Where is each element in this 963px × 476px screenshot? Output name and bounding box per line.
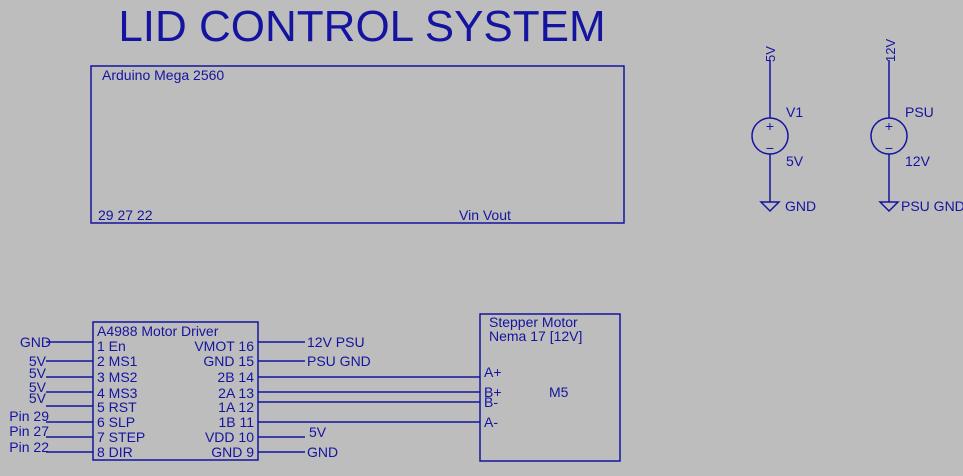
pin-label: 4 MS3: [97, 385, 138, 401]
driver-right-pin-9[interactable]: GND 9 GND: [211, 444, 338, 460]
driver-right-pin-12[interactable]: 1A 12: [218, 399, 480, 415]
motor-pin-a-plus: A+: [484, 364, 502, 380]
pin-label: 8 DIR: [97, 444, 133, 460]
net-label: 5V: [29, 353, 47, 369]
pin-label: GND 9: [211, 444, 254, 460]
net-label: 5V: [29, 365, 47, 381]
arduino-outline: [90, 65, 625, 224]
net-label: 12V PSU: [307, 334, 365, 350]
driver-left-pin-1[interactable]: GND 1 En: [20, 334, 126, 354]
arduino-label: Arduino Mega 2560: [102, 67, 224, 83]
driver-outline: [92, 321, 259, 461]
psu-plus-sign: +: [885, 118, 893, 134]
pin-label: 1A 12: [218, 399, 254, 415]
pin-label: 6 SLP: [97, 414, 135, 430]
net-label: 5V: [29, 390, 47, 406]
driver-right-pin-14[interactable]: 2B 14: [217, 369, 480, 385]
a4988-driver[interactable]: A4988 Motor Driver GND 1 En 5V 2 MS1 5V …: [9, 321, 480, 461]
motor-designator: M5: [549, 384, 569, 400]
psu-ground-icon: [878, 201, 900, 213]
motor-pin-b-plus: B+: [484, 384, 502, 400]
psu-top-net-label: 12V: [883, 39, 898, 62]
driver-right-pin-16[interactable]: VMOT 16 12V PSU: [194, 334, 364, 354]
v1-source[interactable]: 5V + − V1 5V GND: [751, 46, 816, 214]
driver-left-pin-6[interactable]: Pin 29 6 SLP: [9, 408, 135, 430]
pin-label: 1B 11: [218, 414, 254, 430]
net-label: GND: [20, 334, 51, 350]
driver-left-pin-4[interactable]: 5V 4 MS3: [29, 379, 138, 401]
driver-right-pin-15[interactable]: GND 15 PSU GND: [203, 353, 370, 369]
arduino-block[interactable]: Arduino Mega 2560 29 27 22 Vin Vout: [90, 65, 625, 224]
pin-label: VMOT 16: [194, 338, 254, 354]
arduino-pins-left: 29 27 22: [98, 207, 153, 223]
net-label: 5V: [309, 424, 327, 440]
pin-label: 2A 13: [218, 385, 254, 401]
pin-label: GND 15: [203, 353, 254, 369]
pin-label: 7 STEP: [97, 429, 145, 445]
psu-minus-sign: −: [885, 140, 893, 156]
driver-left-pin-3[interactable]: 5V 3 MS2: [29, 365, 138, 385]
pin-label: 1 En: [97, 338, 126, 354]
net-label: Pin 22: [9, 439, 49, 455]
stepper-motor[interactable]: Stepper Motor Nema 17 [12V] M5 A+ B+ B- …: [479, 313, 621, 462]
motor-outline: [479, 313, 621, 462]
driver-left-pin-5[interactable]: 5V 5 RST: [29, 390, 137, 415]
pin-label: 2B 14: [217, 369, 254, 385]
pin-label: 3 MS2: [97, 369, 138, 385]
motor-label-line1: Stepper Motor: [489, 314, 578, 330]
motor-label-line2: Nema 17 [12V]: [489, 328, 582, 344]
psu-source[interactable]: 12V + − PSU 12V PSU GND: [870, 39, 963, 214]
v1-name-label: V1: [786, 104, 803, 120]
psu-name-label: PSU: [905, 104, 934, 120]
driver-left-pin-2[interactable]: 5V 2 MS1: [29, 353, 138, 369]
v1-top-net-label: 5V: [763, 46, 778, 62]
driver-label: A4988 Motor Driver: [97, 323, 219, 339]
net-label: GND: [307, 444, 338, 460]
driver-left-pin-7[interactable]: Pin 27 7 STEP: [9, 423, 145, 445]
arduino-pins-right: Vin Vout: [459, 207, 511, 223]
diagram-title: LID CONTROL SYSTEM: [118, 2, 605, 51]
v1-ground-icon: [759, 201, 781, 213]
psu-ground-label: PSU GND: [901, 198, 963, 214]
net-label: 5V: [29, 379, 47, 395]
net-label: PSU GND: [307, 353, 371, 369]
psu-value-label: 12V: [905, 153, 931, 169]
driver-right-pin-13[interactable]: 2A 13: [218, 385, 480, 401]
driver-right-pin-10[interactable]: VDD 10 5V: [205, 424, 327, 445]
pin-label: VDD 10: [205, 429, 254, 445]
v1-plus-sign: +: [766, 118, 774, 134]
driver-right-pin-11[interactable]: 1B 11: [218, 414, 480, 430]
pin-label: 5 RST: [97, 399, 137, 415]
v1-value-label: 5V: [786, 153, 804, 169]
net-label: Pin 29: [9, 408, 49, 424]
motor-pin-a-minus: A-: [484, 414, 498, 430]
motor-pin-b-minus: B-: [484, 394, 498, 410]
v1-minus-sign: −: [766, 140, 774, 156]
driver-left-pin-8[interactable]: Pin 22 8 DIR: [9, 439, 133, 460]
pin-label: 2 MS1: [97, 353, 138, 369]
net-label: Pin 27: [9, 423, 49, 439]
v1-ground-label: GND: [785, 198, 816, 214]
